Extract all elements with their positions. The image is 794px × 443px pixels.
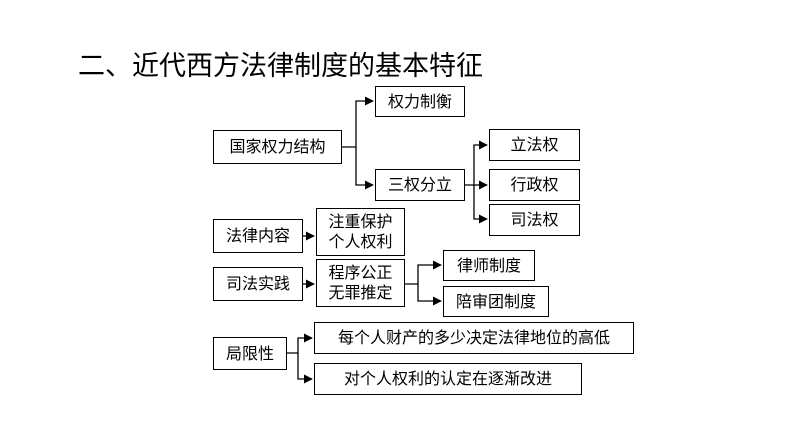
node-peishentuan-zhidu: 陪审团制度 <box>443 286 549 317</box>
node-juxianxing: 局限性 <box>213 337 287 370</box>
node-sifaquan: 司法权 <box>489 204 580 236</box>
node-quanli-zhiheng: 权力制衡 <box>375 86 465 117</box>
connector-juxian-duige <box>297 353 313 384</box>
connector-juxian-meige <box>287 333 313 354</box>
connector-chengxu-peishen <box>417 284 442 306</box>
node-zhuzhong-baohu: 注重保护 个人权利 <box>316 208 405 256</box>
connector-sanquan-sifaquan <box>473 185 488 224</box>
node-lifaquan: 立法权 <box>489 129 580 161</box>
connector-guojia-quanli <box>342 96 374 148</box>
node-xingzhengquan: 行政权 <box>489 169 580 201</box>
node-meige-ren-caichan: 每个人财产的多少决定法律地位的高低 <box>314 322 634 354</box>
node-falv-neirong: 法律内容 <box>213 219 303 253</box>
page-title: 二、近代西方法律制度的基本特征 <box>78 51 483 82</box>
connector-guojia-sanquan <box>355 147 374 190</box>
node-lvshi-zhidu: 律师制度 <box>443 250 535 281</box>
node-guojia-quanli-jiegou: 国家权力结构 <box>213 130 342 164</box>
connector-chengxu-lvshi <box>405 260 442 285</box>
node-duige-ren-quanli: 对个人权利的认定在逐渐改进 <box>314 363 582 395</box>
node-sifa-shijian: 司法实践 <box>213 267 303 301</box>
node-sanquan-fenli: 三权分立 <box>375 169 465 201</box>
connector-sanquan-lifa <box>465 140 488 186</box>
node-chengxu-gongzheng: 程序公正 无罪推定 <box>316 259 405 307</box>
